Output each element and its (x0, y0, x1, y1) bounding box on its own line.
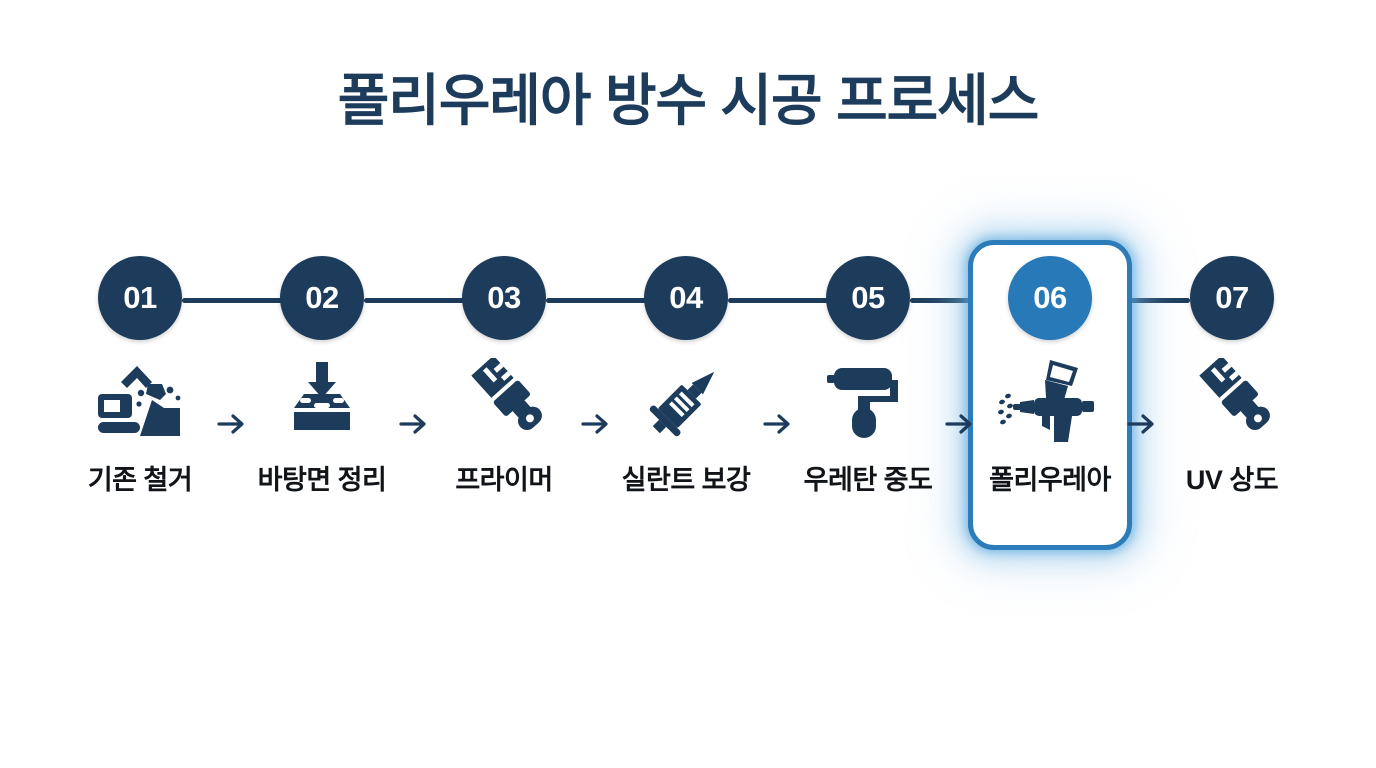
rail-04-05 (728, 298, 868, 303)
arrow-right-icon (1125, 408, 1157, 440)
rail-05-06 (910, 298, 972, 303)
arrow-right-icon (579, 408, 611, 440)
arrow-right-icon (943, 408, 975, 440)
arrow-right-icon (215, 408, 247, 440)
step-number-badge-01: 01 (98, 256, 182, 340)
sealant-syringe-icon (631, 355, 741, 445)
step-label-05: 우레탄 중도 (803, 465, 933, 495)
excavator-demolition-icon (85, 355, 195, 445)
paint-brush-icon (449, 355, 559, 445)
process-step-05[interactable]: 05 우레탄 중도 (777, 230, 959, 560)
step-label-02: 바탕면 정리 (257, 465, 387, 495)
process-step-07[interactable]: 07 UV 상도 (1141, 230, 1323, 560)
step-number-badge-02: 02 (280, 256, 364, 340)
process-timeline: 01 기존 철거 02 (0, 230, 1376, 560)
process-step-03[interactable]: 03 프라이머 (413, 230, 595, 560)
step-label-04: 실란트 보강 (621, 465, 751, 495)
rail-06-07 (1128, 298, 1190, 303)
step-number-badge-07: 07 (1190, 256, 1274, 340)
step-label-07: UV 상도 (1185, 465, 1279, 495)
process-step-04[interactable]: 04 실란트 보강 (595, 230, 777, 560)
step-number-badge-06: 06 (1008, 256, 1092, 340)
step-label-06: 폴리우레아 (989, 465, 1111, 495)
spray-gun-icon (995, 355, 1105, 445)
rail-02-03 (364, 298, 504, 303)
step-number-badge-03: 03 (462, 256, 546, 340)
step-number-badge-04: 04 (644, 256, 728, 340)
step-label-03: 프라이머 (455, 465, 553, 495)
step-number-badge-05: 05 (826, 256, 910, 340)
process-step-01[interactable]: 01 기존 철거 (49, 230, 231, 560)
paint-brush-icon (1177, 355, 1287, 445)
rail-01-02 (182, 298, 322, 303)
process-step-02[interactable]: 02 바탕면 정리 (231, 230, 413, 560)
arrow-right-icon (761, 408, 793, 440)
process-step-06[interactable]: 06 (959, 230, 1141, 560)
rail-03-04 (546, 298, 686, 303)
surface-prep-slab-arrow-icon (267, 355, 377, 445)
step-label-01: 기존 철거 (87, 465, 193, 495)
paint-roller-icon (813, 355, 923, 445)
arrow-right-icon (397, 408, 429, 440)
page-title: 폴리우레아 방수 시공 프로세스 (337, 69, 1039, 132)
